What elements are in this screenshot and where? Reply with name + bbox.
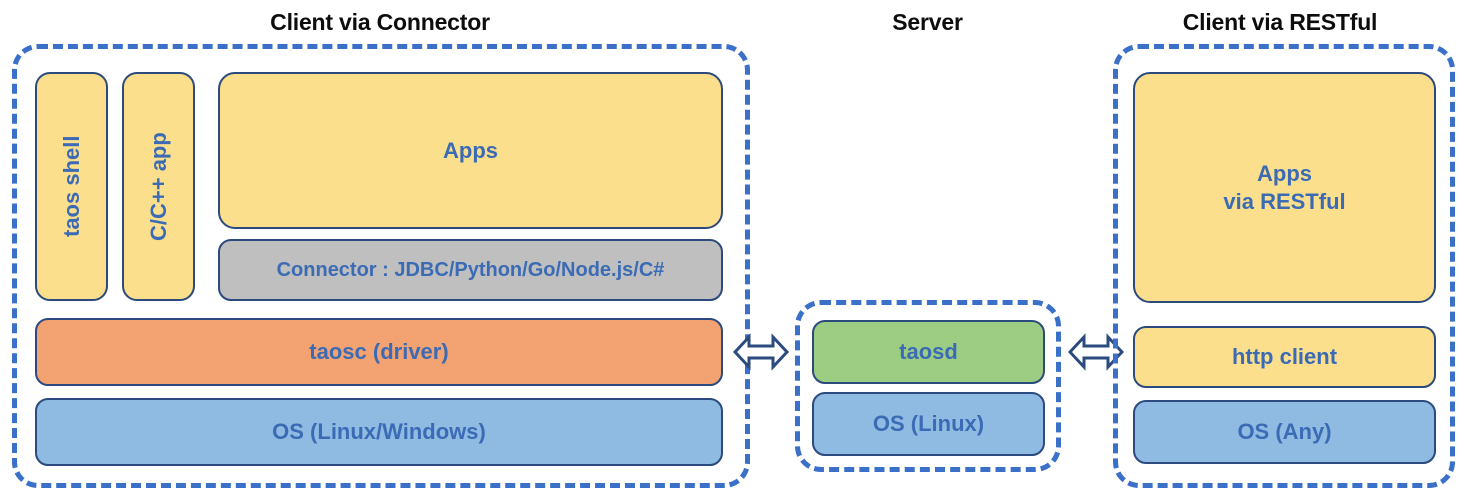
page-title-server: Server: [892, 9, 963, 35]
box-taosc-driver[interactable]: taosc (driver): [35, 318, 723, 386]
page-title-client-restful: Client via RESTful: [1182, 9, 1378, 35]
box-os-linux[interactable]: OS (Linux): [812, 392, 1045, 456]
box-apps-via-restful-line1: Apps: [1257, 161, 1312, 186]
panel-client-via-restful: [1113, 44, 1455, 488]
box-apps-via-restful[interactable]: Apps via RESTful: [1133, 72, 1436, 303]
page-title-client-connector: Client via Connector: [270, 9, 490, 35]
box-taosd[interactable]: taosd: [812, 320, 1045, 384]
box-taos-shell[interactable]: taos shell: [35, 72, 108, 301]
box-os-linux-windows[interactable]: OS (Linux/Windows): [35, 398, 723, 466]
box-os-any[interactable]: OS (Any): [1133, 400, 1436, 464]
panel-server: [795, 300, 1061, 472]
double-headed-arrow-icon-right: [1068, 328, 1124, 376]
panel-client-via-connector: [12, 44, 750, 488]
box-apps-connector[interactable]: Apps: [218, 72, 723, 229]
box-cpp-app[interactable]: C/C++ app: [122, 72, 195, 301]
double-headed-arrow-icon-left: [733, 328, 789, 376]
box-apps-via-restful-line2: via RESTful: [1223, 188, 1346, 214]
box-http-client[interactable]: http client: [1133, 326, 1436, 388]
box-connector-list[interactable]: Connector : JDBC/Python/Go/Node.js/C#: [218, 239, 723, 301]
